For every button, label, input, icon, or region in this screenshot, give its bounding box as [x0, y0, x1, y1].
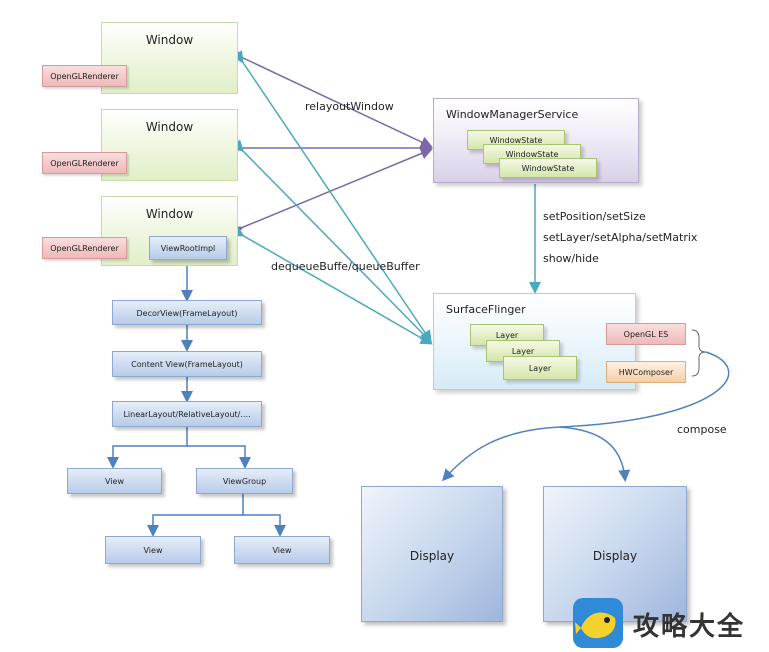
watermark: 攻略大全: [573, 596, 763, 650]
window-2-title: Window: [145, 120, 194, 134]
buffer-label: dequeueBuffe/queueBuffer: [271, 260, 420, 273]
content-view: Content View(FrameLayout): [112, 351, 262, 377]
view-node-child-right: View: [234, 536, 330, 564]
window-2-renderer: OpenGLRenderer: [42, 152, 127, 174]
layer-3: Layer: [503, 356, 577, 380]
sf-title: SurfaceFlinger: [446, 303, 526, 316]
sf-call-2: setLayer/setAlpha/setMatrix: [543, 231, 698, 244]
display-1-label: Display: [409, 549, 455, 563]
vh-branch-1: [107, 427, 188, 469]
layouts-node: LinearLayout/RelativeLayout/....: [112, 401, 262, 427]
display-1: Display: [361, 486, 503, 622]
compose-curve-left: [441, 351, 730, 482]
compose-label: compose: [677, 423, 727, 436]
vh-branch-3: [147, 494, 244, 537]
sf-call-3: show/hide: [543, 252, 599, 265]
viewgroup-node: ViewGroup: [196, 468, 293, 494]
sf-call-1: setPosition/setSize: [543, 210, 646, 223]
window-3-renderer: OpenGLRenderer: [42, 237, 127, 259]
view-node-child-left: View: [105, 536, 201, 564]
watermark-text: 攻略大全: [633, 612, 746, 642]
window-2: Window: [101, 109, 238, 181]
fish-logo-icon: [573, 598, 623, 648]
compose-curve-right: [559, 426, 631, 482]
decor-view: DecorView(FrameLayout): [112, 300, 262, 325]
wms-title: WindowManagerService: [446, 108, 579, 121]
relayout-arrow-3: [230, 147, 433, 237]
window-state-3: WindowState: [499, 158, 597, 178]
hwcomposer: HWComposer: [606, 361, 686, 383]
buffer-arrow-3: [231, 225, 433, 345]
window-3-title: Window: [145, 207, 194, 221]
window-1-title: Window: [145, 33, 194, 47]
buffer-arrow-2: [231, 139, 433, 344]
view-node-left: View: [67, 468, 162, 494]
relayout-label: relayoutWindow: [305, 100, 394, 113]
window-1-renderer: OpenGLRenderer: [42, 65, 127, 87]
opengl-es: OpenGL ES: [606, 323, 686, 345]
vh-branch-2: [187, 445, 251, 469]
vh-branch-4: [243, 514, 286, 537]
view-root-impl: ViewRootImpl: [149, 236, 227, 260]
brace: [691, 329, 707, 377]
display-2-label: Display: [592, 549, 638, 563]
